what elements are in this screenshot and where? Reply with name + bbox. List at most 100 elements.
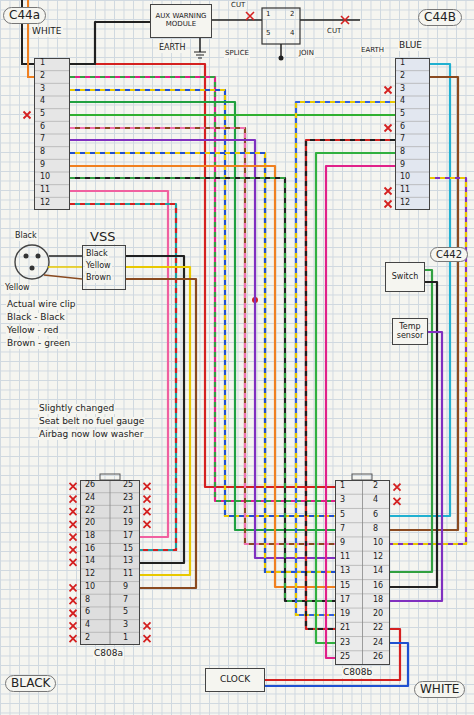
pin-number: 14 bbox=[84, 557, 96, 566]
wire-line bbox=[390, 270, 432, 572]
pin-number: 2 bbox=[84, 634, 91, 643]
cut-mark bbox=[246, 12, 254, 20]
pin-number: 4 bbox=[84, 621, 91, 630]
connector-body bbox=[34, 58, 70, 210]
pin-number: 24 bbox=[84, 494, 96, 503]
pin-number: 20 bbox=[84, 519, 96, 528]
wire bbox=[70, 115, 395, 116]
unused-pin-mark bbox=[70, 584, 77, 591]
note-text: Slightly changed bbox=[38, 404, 115, 414]
node-label: CLOCK bbox=[220, 675, 250, 685]
pin-number: 8 bbox=[84, 596, 91, 605]
plug-wire bbox=[44, 275, 82, 279]
splice-dot bbox=[279, 56, 284, 61]
unused-pin-mark bbox=[385, 201, 392, 208]
pin-number: 10 bbox=[399, 173, 411, 182]
pin-number: 3 bbox=[122, 621, 129, 630]
pin-number: 19 bbox=[339, 610, 351, 619]
pin-number: 14 bbox=[372, 567, 384, 576]
temp-sensor: Temp sensor bbox=[392, 318, 428, 345]
pin-row-line bbox=[34, 134, 70, 135]
pin-number: 12 bbox=[399, 199, 411, 208]
node-label: AUX WARNING MODULE bbox=[153, 13, 209, 28]
wire bbox=[390, 270, 432, 572]
unused-pin-mark bbox=[385, 188, 392, 195]
pin-number: 19 bbox=[122, 519, 134, 528]
connector-body bbox=[80, 480, 140, 645]
pin-number: 7 bbox=[339, 525, 346, 534]
pin-number: 9 bbox=[39, 161, 46, 170]
unused-pin-mark bbox=[144, 496, 151, 503]
cut-mark bbox=[341, 16, 349, 24]
pin-number: 17 bbox=[122, 532, 134, 541]
earth-symbol bbox=[194, 52, 206, 58]
unused-pin-mark bbox=[70, 610, 77, 617]
plug-pin bbox=[30, 266, 35, 271]
wire-line bbox=[265, 629, 400, 680]
wire-line bbox=[70, 22, 150, 64]
pin-number: 18 bbox=[84, 532, 96, 541]
pin-number: 1 bbox=[122, 634, 129, 643]
connector-colour: WHITE bbox=[31, 27, 63, 37]
wire-note: EARTH bbox=[158, 44, 186, 53]
connector-body bbox=[395, 58, 430, 210]
pin-number: 13 bbox=[339, 567, 351, 576]
wire-note: Brown bbox=[85, 274, 112, 283]
unused-pin-mark bbox=[70, 534, 77, 541]
pin-number: 8 bbox=[39, 148, 46, 157]
wire-note: 4 bbox=[289, 30, 295, 38]
pin-number: 6 bbox=[39, 123, 46, 132]
pin-number: 2 bbox=[39, 72, 46, 81]
pin-number: 15 bbox=[339, 582, 351, 591]
connector-name: C44a bbox=[3, 7, 46, 24]
switch-connector: C442Switch bbox=[385, 262, 425, 292]
pin-number: 6 bbox=[372, 511, 379, 520]
pin-number: 4 bbox=[39, 97, 46, 106]
wire-note: CUT bbox=[230, 2, 246, 10]
pin-number: 6 bbox=[399, 123, 406, 132]
pin-column-divider bbox=[110, 480, 111, 645]
wire-line bbox=[326, 166, 395, 658]
pin-number: 4 bbox=[372, 496, 379, 505]
pin-number: 10 bbox=[39, 173, 51, 182]
wire bbox=[306, 140, 395, 629]
wire-line bbox=[390, 77, 458, 530]
pin-number: 7 bbox=[399, 135, 406, 144]
unused-pin-mark bbox=[70, 559, 77, 566]
unused-pin-mark bbox=[70, 546, 77, 553]
pin-number: 8 bbox=[372, 525, 379, 534]
note-text: Airbag now low washer bbox=[38, 430, 144, 440]
pin-number: 6 bbox=[84, 608, 91, 617]
wire bbox=[265, 629, 400, 680]
wire-line bbox=[390, 178, 466, 544]
pin-number: 5 bbox=[339, 511, 346, 520]
note-text: Seat belt no fuel gauge bbox=[38, 417, 145, 427]
plug-wire bbox=[48, 266, 82, 268]
pin-number: 2 bbox=[399, 72, 406, 81]
pin-column-divider bbox=[362, 480, 363, 665]
note-text: Brown - green bbox=[6, 339, 71, 349]
pin-number: 2 bbox=[372, 482, 379, 491]
plug-wire bbox=[49, 255, 82, 257]
pin-number: 16 bbox=[84, 545, 96, 554]
node-label: Switch bbox=[392, 273, 418, 282]
earth-wire bbox=[199, 38, 201, 52]
wire bbox=[390, 282, 437, 587]
clock-connector: CLOCK bbox=[205, 668, 265, 692]
plug-pin bbox=[24, 254, 29, 259]
connector-name: C442 bbox=[430, 247, 468, 262]
connector-name: WHITE bbox=[414, 681, 465, 698]
pin-number: 11 bbox=[122, 570, 134, 579]
pin-number: 13 bbox=[122, 557, 134, 566]
pin-number: 3 bbox=[399, 85, 406, 94]
wire-note: JOIN bbox=[298, 50, 315, 58]
pin-number: 22 bbox=[372, 624, 384, 633]
plug-pin bbox=[36, 254, 41, 259]
pin-number: 5 bbox=[122, 608, 129, 617]
pin-number: 22 bbox=[84, 507, 96, 516]
pin-row-line bbox=[34, 96, 70, 97]
pin-row-line bbox=[34, 197, 70, 198]
pin-number: 1 bbox=[339, 482, 346, 491]
pin-number: 26 bbox=[84, 481, 96, 490]
